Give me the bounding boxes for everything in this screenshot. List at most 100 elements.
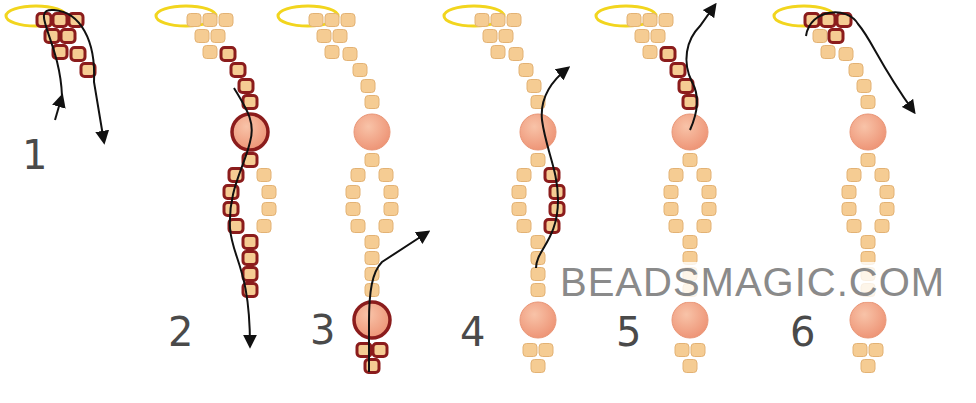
step-number: 3: [310, 310, 335, 350]
seed-bead: [499, 30, 513, 43]
step-drawing: [596, 5, 716, 373]
thread-path: [369, 232, 428, 372]
seed-bead: [857, 80, 871, 93]
thread-path: [230, 88, 252, 346]
jump-ring: [156, 6, 216, 26]
seed-bead: [351, 169, 365, 182]
step-number: 6: [790, 312, 815, 352]
seed-bead: [379, 220, 393, 233]
seed-bead: [491, 14, 505, 27]
seed-bead: [262, 186, 276, 199]
seed-bead: [697, 169, 711, 182]
seed-bead: [527, 80, 541, 93]
seed-bead: [875, 169, 889, 182]
seed-bead: [512, 186, 526, 199]
thread-path: [806, 12, 914, 112]
seed-bead: [373, 344, 387, 357]
seed-bead: [829, 30, 843, 43]
seed-bead: [821, 46, 835, 59]
seed-bead: [221, 48, 235, 61]
seed-bead: [669, 169, 683, 182]
seed-bead: [483, 30, 497, 43]
thread-path: [55, 96, 62, 120]
round-bead: [672, 302, 708, 338]
step-drawing: [444, 6, 568, 373]
seed-bead: [675, 344, 689, 357]
seed-bead: [257, 220, 271, 233]
seed-bead: [875, 220, 889, 233]
seed-bead: [346, 203, 360, 216]
seed-bead: [531, 154, 545, 167]
seed-bead: [531, 284, 545, 297]
jump-ring: [6, 6, 66, 26]
seed-bead: [517, 220, 531, 233]
seed-bead: [491, 46, 505, 59]
seed-bead: [512, 203, 526, 216]
seed-bead: [219, 14, 233, 27]
round-bead: [520, 302, 556, 338]
seed-bead: [847, 220, 861, 233]
seed-bead: [239, 80, 253, 93]
round-bead: [850, 114, 886, 150]
seed-bead: [839, 48, 853, 61]
seed-bead: [333, 30, 347, 43]
seed-bead: [869, 344, 883, 357]
seed-bead: [365, 96, 379, 109]
seed-bead: [351, 220, 365, 233]
seed-bead: [861, 96, 875, 109]
seed-bead: [384, 203, 398, 216]
seed-bead: [195, 30, 209, 43]
seed-bead: [262, 203, 276, 216]
seed-bead: [517, 169, 531, 182]
round-bead: [672, 114, 708, 150]
seed-bead: [702, 186, 716, 199]
seed-bead: [531, 236, 545, 249]
seed-bead: [683, 360, 697, 373]
seed-bead: [346, 186, 360, 199]
seed-bead: [847, 169, 861, 182]
seed-bead: [861, 360, 875, 373]
seed-bead: [365, 252, 379, 265]
seed-bead: [842, 203, 856, 216]
seed-bead: [509, 48, 523, 61]
seed-bead: [842, 186, 856, 199]
jump-ring: [444, 6, 504, 26]
thread-path: [686, 5, 715, 130]
seed-bead: [659, 14, 673, 27]
seed-bead: [341, 14, 355, 27]
jump-ring: [596, 6, 656, 26]
seed-bead: [379, 169, 393, 182]
seed-bead: [523, 344, 537, 357]
seed-bead: [849, 64, 863, 77]
step-number: 5: [616, 312, 641, 352]
seed-bead: [365, 360, 379, 373]
seed-bead: [635, 30, 649, 43]
seed-bead: [664, 186, 678, 199]
seed-bead: [853, 344, 867, 357]
seed-bead: [539, 344, 553, 357]
seed-bead: [384, 186, 398, 199]
seed-bead: [671, 64, 685, 77]
seed-bead: [861, 154, 875, 167]
seed-bead: [531, 268, 545, 281]
seed-bead: [691, 344, 705, 357]
step-number: 4: [460, 312, 485, 352]
seed-bead: [353, 64, 367, 77]
seed-bead: [187, 14, 201, 27]
seed-bead: [643, 46, 657, 59]
seed-bead: [325, 46, 339, 59]
step-drawing: [6, 6, 104, 142]
seed-bead: [697, 220, 711, 233]
round-bead: [354, 302, 390, 338]
seed-bead: [317, 30, 331, 43]
seed-bead: [309, 14, 323, 27]
seed-bead: [805, 14, 819, 27]
round-bead: [850, 302, 886, 338]
seed-bead: [243, 236, 257, 249]
seed-bead: [683, 154, 697, 167]
step-drawing: [156, 6, 276, 346]
seed-bead: [702, 203, 716, 216]
seed-bead: [257, 169, 271, 182]
thread-path: [44, 10, 104, 142]
